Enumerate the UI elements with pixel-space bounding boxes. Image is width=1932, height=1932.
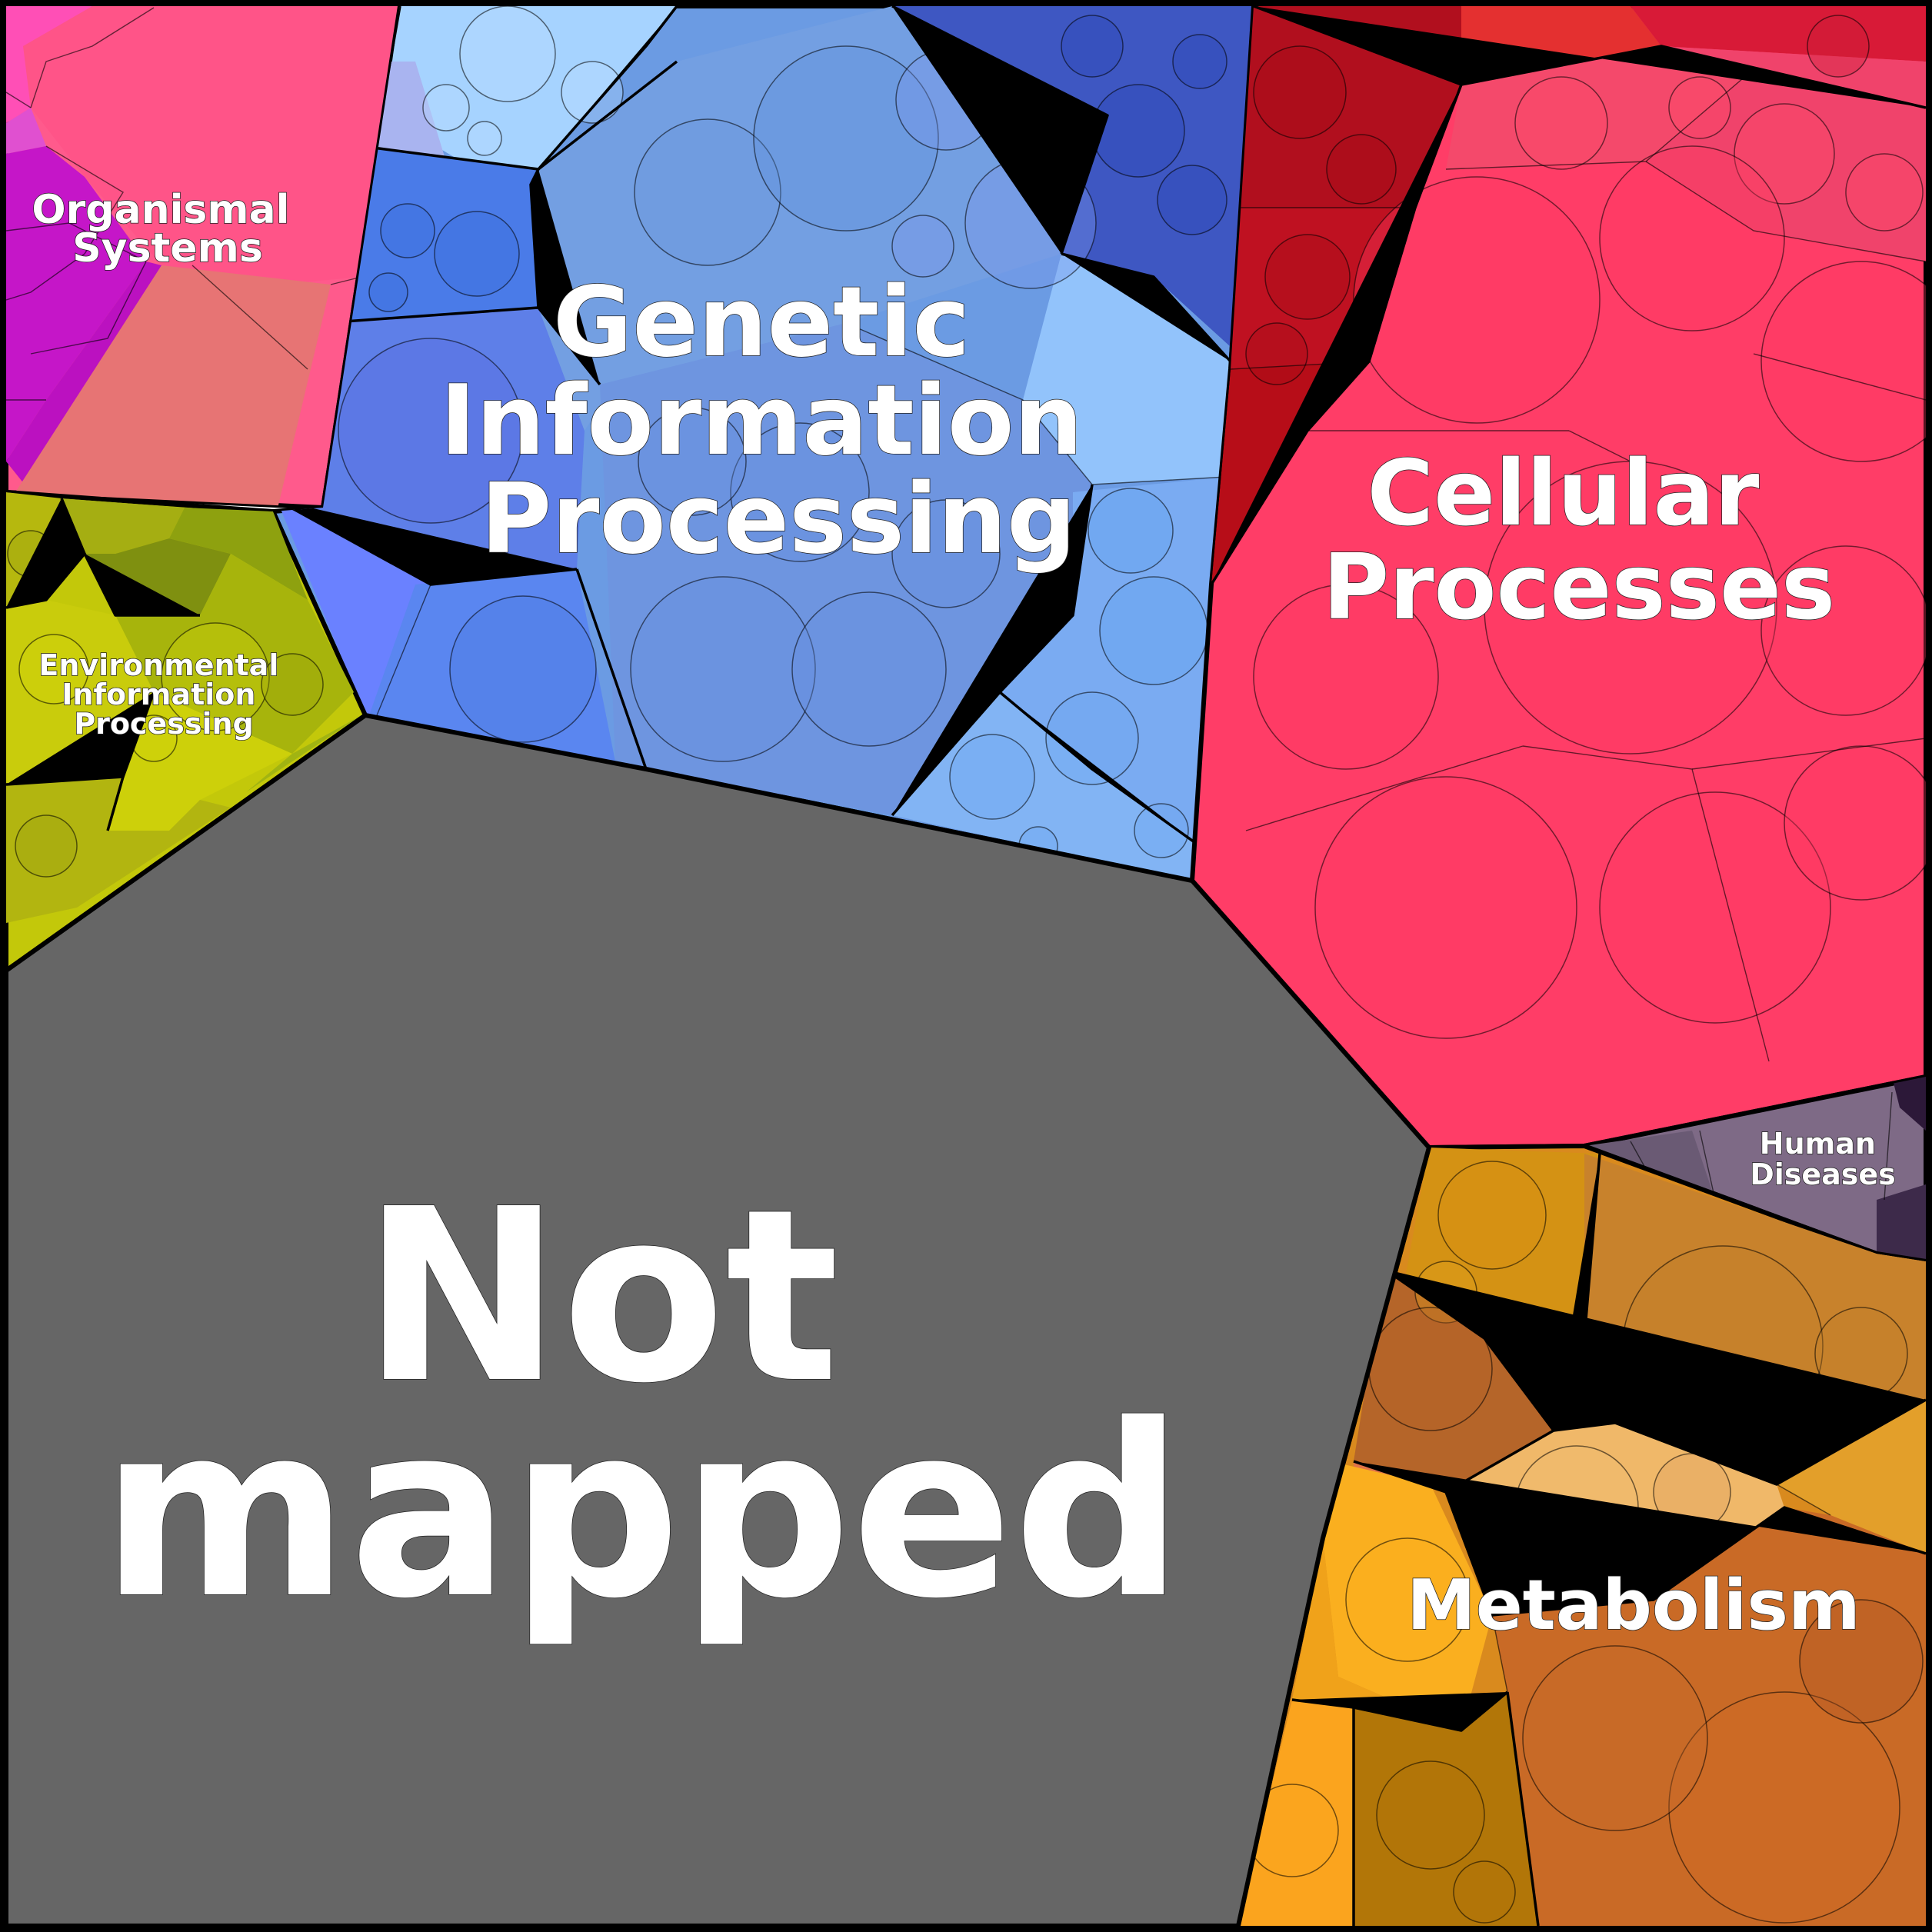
metabolism-region <box>1236 1144 1928 1928</box>
not-mapped-label: Not mapped <box>101 1158 1184 1651</box>
human-diseases-label: Human Diseases <box>1750 1127 1896 1191</box>
metabolism-label: Metabolism <box>1407 1565 1860 1646</box>
genetic-information-processing-label: Genetic Information Processing <box>440 265 1117 575</box>
organismal-systems-region <box>4 4 402 510</box>
organismal-systems-label: Organismal Systems <box>32 187 303 271</box>
environmental-information-processing-label: Environmental Information Processing <box>38 648 288 741</box>
cellular-processes-region <box>1190 4 1928 1150</box>
environmental-information-processing-region <box>4 490 368 973</box>
cellular-processes-label: Cellular Processes <box>1323 440 1835 640</box>
